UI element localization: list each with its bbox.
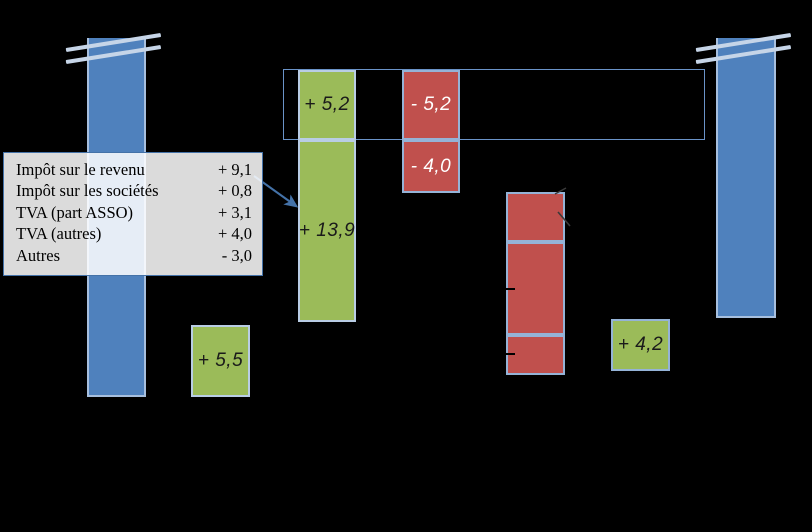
callout-row: TVA (autres) + 4,0 <box>16 223 252 244</box>
callout-label-tva-asso: TVA (part ASSO) <box>16 202 134 222</box>
bar-decrease-5-2[interactable]: - 5,2 <box>402 70 460 140</box>
bar-end-total[interactable] <box>716 38 776 318</box>
callout-table: Impôt sur le revenu + 9,1 Impôt sur les … <box>16 159 252 266</box>
callout-label-tva-autres: TVA (autres) <box>16 224 102 244</box>
bar-increase-5-5-label: + 5,5 <box>197 350 244 371</box>
callout-value-tva-asso: + 3,1 <box>217 202 252 222</box>
tick-mark-lower <box>503 353 515 355</box>
tick-mark-upper <box>503 288 515 290</box>
callout-row: Impôt sur les sociétés + 0,8 <box>16 180 252 201</box>
callout-value-impot-revenu: + 9,1 <box>217 160 252 179</box>
callout-value-impot-societes: + 0,8 <box>217 181 252 201</box>
tax-breakdown-callout[interactable]: Impôt sur le revenu + 9,1 Impôt sur les … <box>3 152 263 276</box>
callout-value-autres: - 3,0 <box>221 245 252 265</box>
bar-increase-13-9-label: + 13,9 <box>298 220 356 241</box>
bar-decrease-4-0-label: - 4,0 <box>410 155 452 177</box>
bar-increase-4-2-label: + 4,2 <box>617 334 664 355</box>
callout-row: Impôt sur le revenu + 9,1 <box>16 159 252 180</box>
bar-increase-13-9[interactable]: + 13,9 <box>298 140 356 322</box>
bar-decrease-stack-middle[interactable] <box>506 242 565 335</box>
callout-row: TVA (part ASSO) + 3,1 <box>16 202 252 223</box>
callout-label-impot-revenu: Impôt sur le revenu <box>16 160 145 179</box>
callout-label-autres: Autres <box>16 245 60 265</box>
bar-increase-5-2-label: + 5,2 <box>304 94 350 115</box>
callout-label-impot-societes: Impôt sur les sociétés <box>16 181 159 201</box>
bar-decrease-stack-bottom[interactable] <box>506 335 565 375</box>
bar-increase-4-2[interactable]: + 4,2 <box>611 319 670 371</box>
bar-increase-5-5[interactable]: + 5,5 <box>191 325 250 397</box>
callout-value-tva-autres: + 4,0 <box>217 224 252 244</box>
group-outline-rectangle <box>283 69 705 140</box>
bar-increase-5-2[interactable]: + 5,2 <box>298 70 356 140</box>
callout-row: Autres - 3,0 <box>16 245 252 266</box>
bar-decrease-4-0[interactable]: - 4,0 <box>402 140 460 193</box>
bar-decrease-stack-top[interactable] <box>506 192 565 242</box>
bar-decrease-5-2-label: - 5,2 <box>410 94 452 115</box>
